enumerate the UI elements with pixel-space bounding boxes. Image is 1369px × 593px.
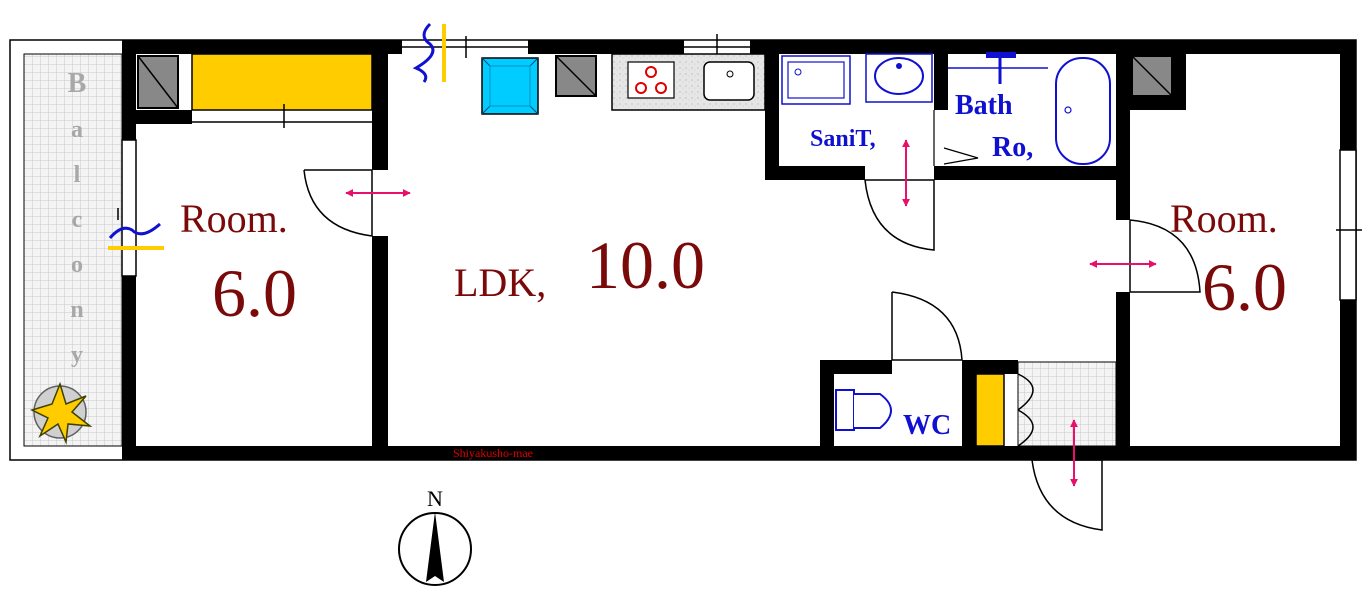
washbasin-icon: [865, 53, 933, 103]
wall-sanitary-west: [765, 40, 779, 180]
wall-left-room-lower: [372, 236, 388, 460]
balcony-letter: y: [71, 342, 83, 368]
pillars: [137, 55, 1173, 109]
fridge: [481, 57, 539, 115]
entrance-floor: [1017, 361, 1117, 447]
shower-icon: [948, 52, 1048, 84]
window-east: [1339, 149, 1357, 301]
balcony-letter: o: [71, 252, 83, 278]
air-conditioner-icon: [108, 208, 164, 250]
toilet-icon: [835, 389, 892, 431]
balcony-letter: a: [71, 117, 83, 143]
balcony: [23, 53, 123, 447]
sink-icon: [703, 61, 755, 101]
wall-sanitary-south-a: [765, 166, 865, 180]
ldk-name: LDK,: [454, 260, 546, 305]
room-left-size: 6.0: [212, 255, 297, 331]
wall-north-a: [122, 40, 402, 54]
wall-north-c: [750, 40, 1356, 54]
stove-icon: [627, 61, 675, 99]
walls: [122, 40, 1356, 460]
wall-left-room-upper: [372, 40, 388, 170]
balcony-label: B a l c o n y: [68, 68, 87, 368]
wall-north-b: [528, 40, 684, 54]
wall-wc-west: [820, 360, 834, 460]
balcony-letter: l: [74, 162, 81, 188]
bath-label-line1: Bath: [955, 90, 1013, 121]
door-entrance: [1031, 459, 1103, 531]
wall-south: [122, 446, 1356, 460]
door-wc: [891, 291, 963, 361]
air-conditioner-icon: [412, 22, 446, 83]
bathtub-icon: [1055, 57, 1111, 165]
wall-closet-left: [122, 110, 192, 124]
compass-label: N: [427, 486, 443, 511]
door-sanitary: [864, 179, 935, 251]
wall-wc-east: [962, 360, 976, 460]
wc-label: WC: [903, 410, 951, 441]
wall-bath-west: [934, 54, 948, 110]
room-left-name: Room.: [180, 196, 288, 241]
balcony-letter: c: [72, 207, 83, 233]
doors: [303, 169, 1201, 531]
door-arrows: [345, 139, 1157, 487]
room-right-name: Room.: [1170, 196, 1278, 241]
room-right-size: 6.0: [1202, 249, 1287, 325]
wall-right-room-lower: [1116, 292, 1130, 460]
station-note: Shiyakusho-mae: [453, 446, 533, 460]
bath-label-line2: Ro,: [992, 132, 1033, 163]
washing-machine-pan: [781, 55, 851, 105]
sanitary-label: SaniT,: [810, 126, 876, 152]
balcony-letter: n: [70, 297, 83, 323]
ldk-size: 10.0: [586, 227, 705, 303]
north-compass-icon: N: [398, 486, 472, 586]
closet-left: [191, 53, 373, 111]
wall-wc-north-a: [820, 360, 892, 374]
balcony-letter: B: [68, 68, 87, 99]
door-right-room: [1129, 219, 1201, 293]
plant-icon: [29, 381, 93, 445]
wall-sanitary-south-b: [934, 166, 1130, 180]
door-left-room: [303, 169, 373, 237]
entrance-fold-door: [1017, 373, 1034, 447]
window-west: [121, 139, 137, 277]
shoe-closet: [975, 373, 1005, 447]
